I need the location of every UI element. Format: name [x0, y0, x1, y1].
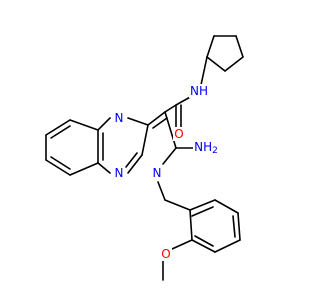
amide-nitrogen-label: NH: [190, 84, 208, 98]
bond: [235, 35, 244, 58]
pyrazine-nitrogen-bottom-label: N: [115, 166, 124, 180]
bond: [214, 199, 239, 214]
bond: [127, 154, 143, 174]
bond: [125, 152, 138, 168]
bond: [50, 125, 71, 139]
atom-label-methoxy-o: O: [160, 247, 172, 261]
bond: [191, 239, 216, 253]
cyclopentyl-ring: [206, 35, 244, 72]
atom-label-carbonyl-o: O: [173, 127, 185, 141]
bond: [232, 215, 236, 238]
pyrazine-nitrogen-top-label: N: [115, 111, 124, 125]
atom-label-amino-nh2: NH2: [193, 140, 223, 156]
pyrrole-ring: [141, 111, 177, 165]
pyrrole-nitrogen-label: N: [153, 166, 162, 180]
bond: [97, 117, 111, 131]
bond: [194, 235, 214, 247]
bond: [189, 199, 216, 211]
atom-label-amide-nh: NH: [189, 84, 209, 98]
bond: [164, 104, 177, 113]
bond: [141, 124, 149, 156]
bond: [127, 117, 149, 126]
molecule-diagram: NH O N N N NH2 O: [45, 35, 244, 281]
atom-label-ring-n-bottom: N: [113, 166, 125, 180]
bond: [171, 239, 193, 250]
amino-nitrogen-label: NH2: [194, 140, 218, 156]
bond: [224, 56, 244, 72]
atom-label-pyrrole-n: N: [151, 166, 163, 180]
bond: [214, 239, 241, 253]
bond: [206, 56, 226, 72]
benzo-ring: [45, 119, 99, 176]
bond: [45, 119, 71, 136]
bond: [147, 111, 166, 126]
bond: [164, 111, 177, 149]
bond: [206, 35, 215, 58]
bond: [152, 117, 168, 129]
bond: [189, 209, 193, 241]
bond: [69, 162, 99, 176]
structure-drawing: NH O N N N NH2 O: [45, 35, 244, 281]
carbonyl-oxygen-label: O: [174, 127, 183, 141]
methoxyphenyl-ring: [189, 199, 241, 253]
bond: [45, 159, 71, 176]
bond: [69, 119, 99, 131]
bond: [200, 56, 208, 86]
pyrazine-ring: [97, 117, 149, 174]
bond: [164, 199, 191, 211]
bond: [50, 156, 71, 170]
methoxy-oxygen-label: O: [161, 247, 170, 261]
bond: [157, 181, 166, 201]
atom-label-ring-n-top: N: [113, 111, 125, 125]
bond: [237, 212, 241, 241]
bond: [191, 206, 214, 217]
bond: [97, 162, 111, 174]
bond: [162, 147, 177, 165]
